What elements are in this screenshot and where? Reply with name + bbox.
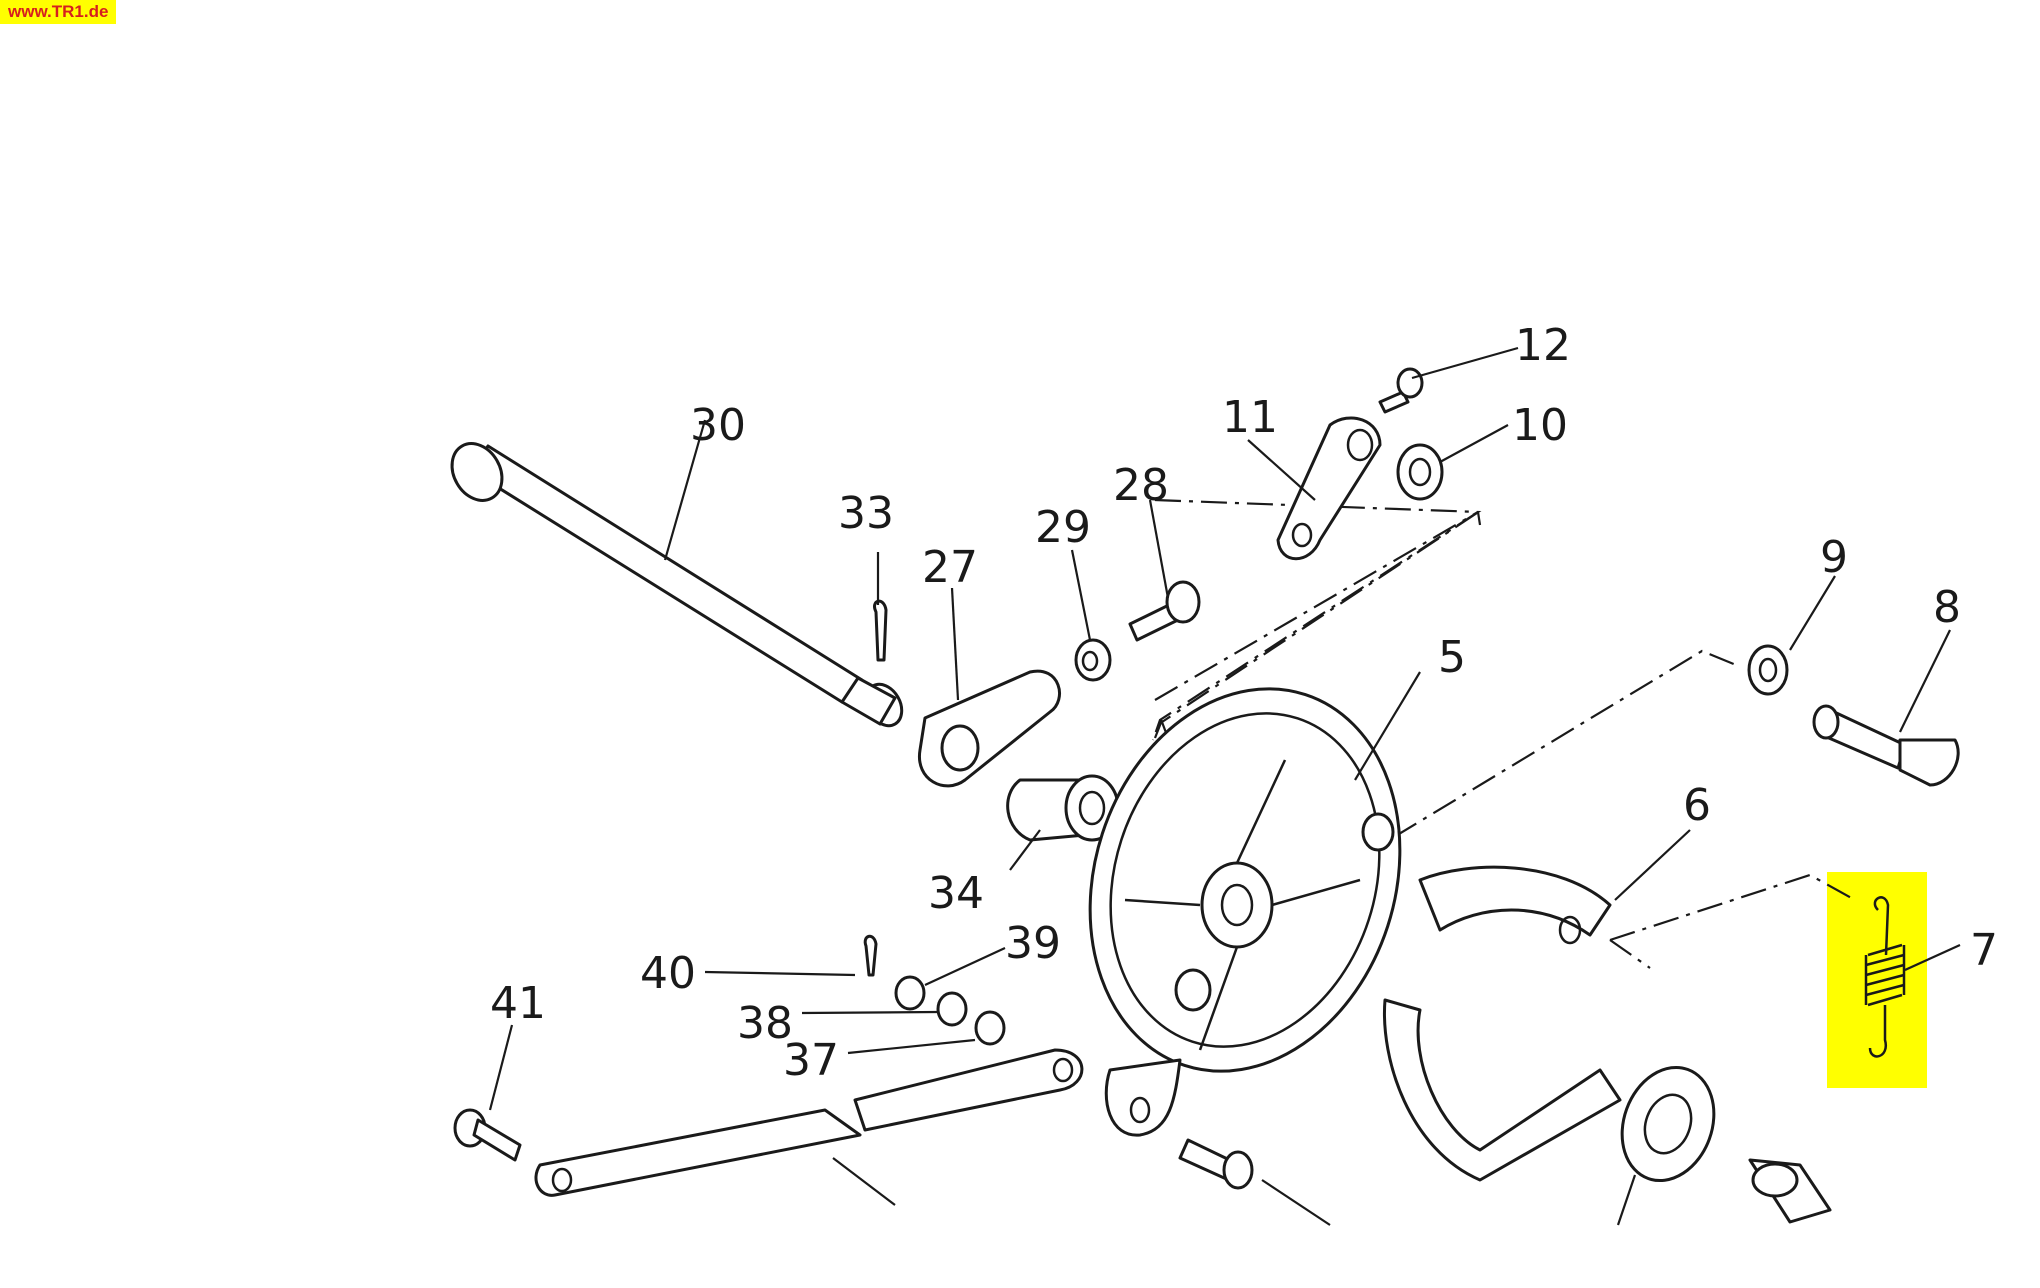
part-28-bolt: [1128, 580, 1201, 642]
part-5-brake-plate: [1088, 687, 1402, 1137]
callout-29: 29: [1035, 502, 1091, 553]
part-30-axle: [450, 442, 904, 728]
callout-38: 38: [737, 998, 793, 1049]
callout-30: 30: [690, 400, 746, 451]
callout-37: 37: [783, 1035, 839, 1086]
hub-sleeve: [1748, 1158, 1832, 1224]
part-11-lever: [1276, 416, 1382, 561]
callout-33: 33: [838, 488, 894, 539]
part-7-spring: [1864, 896, 1906, 1058]
pivot-bolt: [1178, 1138, 1331, 1226]
part-33-cotter-pin: [873, 599, 888, 662]
part-40-cotter-pin: [863, 934, 878, 977]
callout-7: 7: [1970, 925, 1998, 976]
part-41-bolt: [453, 1108, 522, 1162]
callout-8: 8: [1933, 582, 1961, 633]
callout-10: 10: [1512, 400, 1568, 451]
callout-6: 6: [1683, 780, 1711, 831]
callout-41: 41: [490, 978, 546, 1029]
part-37-washer: [974, 1010, 1006, 1046]
callout-12: 12: [1515, 320, 1571, 371]
small-hardware: [863, 934, 1006, 1046]
part-8-camshaft: [1812, 704, 1960, 787]
callout-27: 27: [922, 542, 978, 593]
callout-5: 5: [1438, 632, 1466, 683]
callout-34: 34: [928, 868, 984, 919]
part-6-brake-shoes: [1382, 865, 1622, 1182]
leader-lines: [488, 346, 1961, 1226]
site-url-badge[interactable]: www.TR1.de: [0, 0, 117, 24]
part-12-bolt: [1378, 367, 1424, 414]
part-10-washer: [1396, 443, 1444, 501]
part-39-nut: [894, 975, 926, 1011]
callout-28: 28: [1113, 460, 1169, 511]
callout-9: 9: [1820, 532, 1848, 583]
callout-40: 40: [640, 948, 696, 999]
part-38-washer: [936, 991, 968, 1027]
callout-39: 39: [1005, 918, 1061, 969]
part-29-collar: [1074, 638, 1112, 682]
callout-labels: 30 33 27 29 28 11 12 10 9 8 5 6 7 34 40 …: [490, 320, 1998, 1086]
part-9-washer: [1747, 644, 1789, 696]
part-27-adjuster: [918, 669, 1061, 788]
torque-arm: [534, 1048, 1084, 1197]
bearing: [1620, 1065, 1716, 1183]
assembly-lines: [1151, 498, 1856, 969]
callout-11: 11: [1222, 392, 1278, 443]
part-34-spacer: [1006, 774, 1120, 842]
